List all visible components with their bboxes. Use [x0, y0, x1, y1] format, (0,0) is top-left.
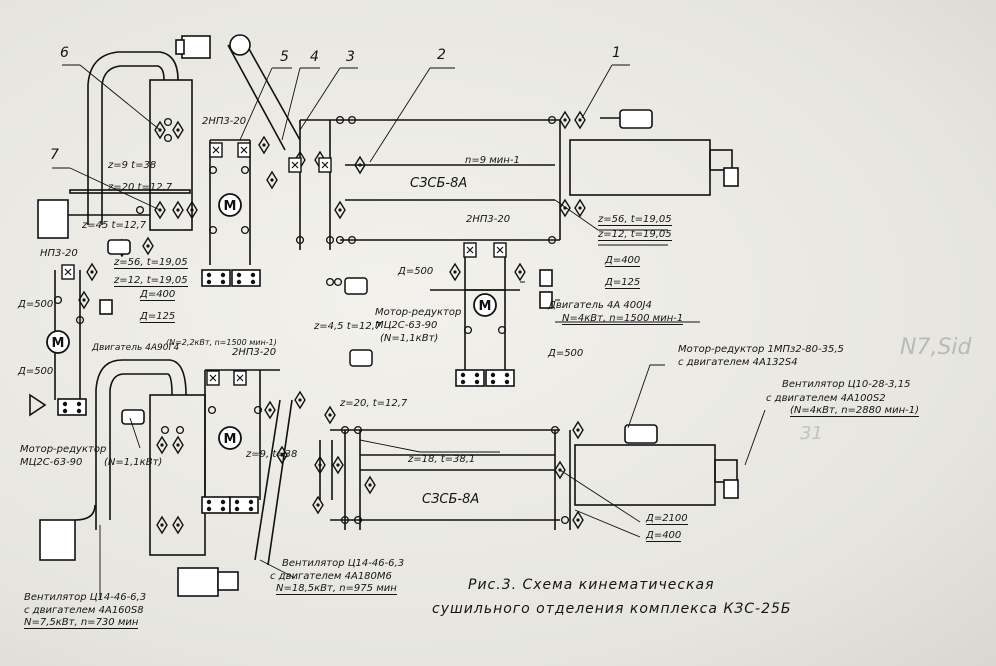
label-dryer-top: СЗСБ-8А	[410, 176, 468, 191]
label-d400-left: Д=400	[140, 289, 176, 301]
label-reducer-left: Мотор-редуктор	[20, 444, 107, 455]
label-motor-4a: Двигатель 4А 400J4	[548, 300, 652, 311]
left-conveyor	[29, 239, 131, 417]
label-motor-reducer-mid: Мотор-редуктор	[375, 307, 462, 318]
label-d500-left: Д=500	[18, 366, 54, 377]
label-z9-38-bottom: z=9, t=38	[246, 449, 298, 460]
label-fan-left-3: N=7,5кВт, n=730 мин	[24, 617, 139, 629]
label-fan-right-3: (N=4кВт, n=2880 мин-1)	[790, 405, 920, 417]
label-speed: n=9 мин-1	[465, 155, 520, 166]
label-reducer-right-2: с двигателем 4А132S4	[678, 357, 798, 368]
part-number-7: 7	[50, 147, 59, 163]
upper-dryer	[299, 109, 739, 250]
label-d400-top: Д=400	[605, 255, 641, 267]
label-d125-left: Д=125	[140, 311, 176, 323]
label-motor-reducer-mid-model: МЦ2С-63-90	[375, 320, 438, 331]
lower-dryer	[319, 424, 739, 530]
label-fan-left-1: Вентилятор Ц14-46-6,3	[24, 592, 147, 603]
leader-lines	[52, 64, 766, 600]
part-number-2: 2	[437, 47, 446, 63]
label-z20-127-bottom: z=20, t=12,7	[340, 398, 408, 409]
label-motor-reducer-mid-power: (N=1,1кВт)	[380, 333, 439, 344]
label-z18-381: z=18, t=38,1	[408, 454, 476, 465]
label-z9-38: z=9 t=38	[108, 160, 157, 171]
label-motor-left-power: (N=2,2кВт, n=1500 мин-1)	[166, 338, 277, 347]
label-z45-127b: z=4,5 t=12,7	[314, 321, 382, 332]
part-number-3: 3	[346, 49, 355, 65]
label-conv-upper-left: 2НП3-20	[202, 116, 247, 127]
label-conv-right: 2НП3-20	[466, 214, 511, 225]
label-reducer-right-1: Мотор-редуктор 1МПз2-80-35,5	[678, 344, 844, 355]
lower-assembly	[39, 359, 293, 597]
part-number-5: 5	[280, 49, 289, 65]
label-motor-4a-power: N=4кВт, n=1500 мин-1	[562, 313, 684, 325]
label-fan-mid-2: с двигателем 4А180М6	[270, 571, 392, 582]
lower-dryer-elements	[312, 406, 584, 529]
label-reducer-left-model: МЦ2С-63-90	[20, 457, 83, 468]
label-sprocket-12-top: z=12, t=19,05	[598, 229, 672, 241]
label-fan-mid-1: Вентилятор Ц14-46-6,3	[282, 558, 405, 569]
label-d2100: Д=2100	[646, 513, 688, 525]
label-sprocket-56-top: z=56, t=19,05	[598, 214, 672, 226]
pencil-mark-1: N7,Sid	[900, 335, 972, 360]
label-fan-right-1: Вентилятор Ц10-28-3,15	[782, 379, 911, 390]
right-conveyor	[430, 250, 553, 375]
label-fan-mid-3: N=18,5кВт, n=975 мин	[276, 583, 397, 595]
label-d500-top: Д=500	[398, 266, 434, 277]
part-number-4: 4	[310, 49, 319, 65]
part-number-1: 1	[612, 45, 621, 61]
label-d400-bottom: Д=400	[646, 530, 682, 542]
label-d500-side: Д=500	[18, 299, 54, 310]
label-conv-left: НП3-20	[40, 248, 78, 259]
label-conv2-left: 2НП3-20	[232, 347, 277, 358]
caption-line-1: Рис.3. Схема кинематическая	[468, 577, 715, 593]
label-fan-right-2: с двигателем 4А100S2	[766, 393, 886, 404]
label-d500-bot: Д=500	[548, 348, 584, 359]
label-motor-left: Двигатель 4А90Г4	[92, 343, 180, 353]
part-number-6: 6	[60, 45, 69, 61]
pencil-mark-2: 31	[800, 423, 823, 444]
label-sprocket-12-left: z=12, t=19,05	[114, 275, 188, 287]
label-reducer-left-power: (N=1,1кВт)	[104, 457, 163, 468]
label-d125-top: Д=125	[605, 277, 641, 289]
mid-motor-reducer	[344, 277, 373, 367]
label-fan-left-2: с двигателем 4А160S8	[24, 605, 144, 616]
label-z45-127: z=45 t=12,7	[82, 220, 147, 231]
label-z20-127: z=20 t=12,7	[108, 182, 173, 193]
label-dryer-bottom: СЗСБ-8А	[422, 492, 480, 507]
label-sprocket-56-left: z=56, t=19,05	[114, 257, 188, 269]
upper-left-assembly	[37, 34, 301, 265]
caption-line-2: сушильного отделения комплекса КЗС-25Б	[432, 601, 792, 617]
